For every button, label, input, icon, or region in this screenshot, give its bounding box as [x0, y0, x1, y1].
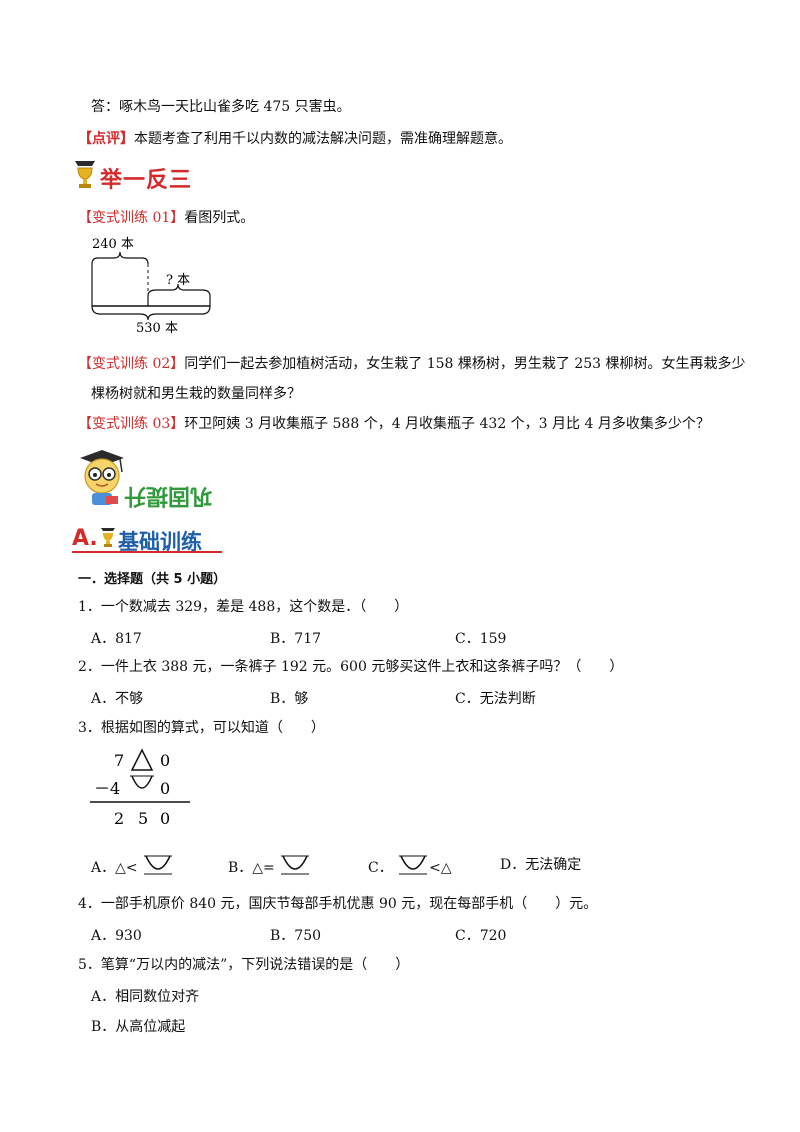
diagram-top-label: 240 本: [92, 237, 134, 252]
training-title: 基础训练: [118, 530, 202, 554]
calc-digit: 0: [160, 751, 170, 770]
question-stem: 3．根据如图的算式，可以知道（ ）: [78, 720, 325, 736]
diagram-bottom-label: 530 本: [136, 321, 178, 334]
option-c[interactable]: C．无法判断: [455, 691, 536, 707]
heading-underline: [72, 551, 222, 553]
calc-digit: 5: [138, 809, 148, 828]
option-b[interactable]: B．717: [270, 631, 322, 647]
question-stem: 5．笔算“万以内的减法”，下列说法错误的是（ ）: [78, 957, 410, 973]
smile-icon: [399, 855, 428, 875]
variant-tag: 【变式训练 01】: [78, 210, 185, 226]
segment-diagram: 240 本 ? 本 530 本: [91, 237, 211, 334]
variant-02-continued: 棵杨树就和男生栽的数量同样多？: [91, 386, 301, 402]
variant-03: 【变式训练 03】环卫阿姨 3 月收集瓶子 588 个，4 月收集瓶子 432 …: [78, 414, 710, 434]
variant-text: 环卫阿姨 3 月收集瓶子 588 个，4 月收集瓶子 432 个，3 月比 4 …: [184, 416, 710, 432]
trophy-icon: [101, 528, 115, 547]
variant-01: 【变式训练 01】看图列式。: [78, 208, 254, 228]
trophy-icon: [75, 161, 95, 188]
section-heading-title: 举一反三: [100, 168, 193, 193]
question-group-title: 一．选择题（共 5 小题）: [78, 572, 227, 587]
comment-text: 本题考查了利用千以内数的减法解决问题，需准确理解题意。: [134, 131, 512, 147]
option-c[interactable]: C．159: [455, 631, 507, 647]
smile-icon: [144, 855, 173, 875]
calc-digit: 2: [114, 809, 124, 828]
mascot-caption: 巩固提升: [124, 483, 213, 508]
option-a[interactable]: A．△<: [91, 854, 174, 877]
option-b[interactable]: B．750: [270, 928, 322, 944]
variant-text: 看图列式。: [184, 210, 255, 226]
calc-digit: 0: [160, 779, 170, 798]
comment-line: 【点评】本题考查了利用千以内数的减法解决问题，需准确理解题意。: [78, 129, 512, 149]
option-b[interactable]: B．△=: [228, 854, 311, 877]
diagram-mid-label: ? 本: [166, 273, 190, 288]
variant-02: 【变式训练 02】同学们一起去参加植树活动，女生栽了 158 棵杨树，男生栽了 …: [78, 354, 746, 374]
smile-icon: [281, 855, 310, 875]
training-heading: A. 基础训练: [72, 524, 232, 554]
option-d[interactable]: D．无法确定: [500, 857, 582, 873]
calc-digit: －4: [94, 779, 120, 798]
mid-brace: [147, 283, 211, 306]
section-heading: 举一反三: [72, 158, 202, 193]
bottom-brace: [91, 305, 211, 321]
option-b[interactable]: B．从高位减起: [91, 1019, 186, 1035]
variant-tag: 【变式训练 03】: [78, 416, 185, 432]
question-stem: 4．一部手机原价 840 元，国庆节每部手机优惠 90 元，现在每部手机（ ）元…: [78, 896, 598, 912]
question-stem: 1．一个数减去 329，差是 488，这个数是．（ ）: [78, 599, 409, 615]
answer-line: 答：啄木鸟一天比山雀多吃 475 只害虫。: [91, 99, 351, 115]
option-b[interactable]: B．够: [270, 691, 309, 707]
question-stem: 2．一件上衣 388 元，一条裤子 192 元。600 元够买这件上衣和这条裤子…: [78, 659, 624, 675]
triangle-icon: [130, 748, 154, 771]
option-a[interactable]: A．817: [91, 631, 142, 647]
calc-digit: 7: [114, 751, 124, 770]
subtraction-figure: 7 0 －4 0 2 5 0: [90, 748, 190, 828]
calc-digit: 0: [160, 809, 170, 828]
smile-icon: [131, 775, 153, 789]
top-brace: [91, 251, 149, 265]
option-a-label: A．△<: [91, 860, 138, 876]
variant-text: 同学们一起去参加植树活动，女生栽了 158 棵杨树，男生栽了 253 棵柳树。女…: [184, 356, 746, 372]
option-c[interactable]: C． <△: [368, 854, 452, 877]
option-c[interactable]: C．720: [455, 928, 507, 944]
option-b-label: B．△=: [228, 860, 275, 876]
training-prefix: A.: [72, 526, 98, 551]
comment-tag: 【点评】: [78, 131, 134, 147]
mascot-block: 巩固提升: [72, 446, 232, 516]
variant-tag: 【变式训练 02】: [78, 356, 185, 372]
option-a[interactable]: A．不够: [91, 691, 144, 707]
option-c-label: C．: [368, 860, 393, 876]
option-c-suffix: <△: [429, 860, 452, 876]
mascot-icon: [80, 450, 124, 505]
option-a[interactable]: A．930: [91, 928, 142, 944]
option-a[interactable]: A．相同数位对齐: [91, 989, 200, 1005]
